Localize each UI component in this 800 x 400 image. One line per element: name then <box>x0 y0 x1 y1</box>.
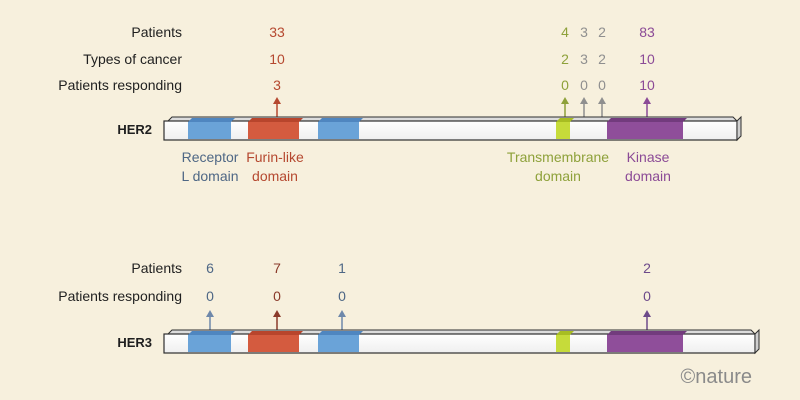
her3-kinase-patients: 2 <box>643 260 651 276</box>
her2-furin-domain <box>248 122 299 139</box>
her3-row-label-responding: Patients responding <box>58 288 182 304</box>
her2-section: Patients Types of cancer Patients respon… <box>58 24 742 184</box>
her2-tm2-responding: 0 <box>580 77 588 93</box>
her2-kinase-arrow <box>643 97 651 117</box>
her2-tm2-patients: 3 <box>580 24 588 40</box>
her3-furin-domain <box>248 335 299 352</box>
her2-receptor-label-2: L domain <box>181 168 238 184</box>
her2-furin-label-1: Furin-like <box>246 149 304 165</box>
her3-receptor2-responding: 0 <box>338 288 346 304</box>
her2-tm2-arrow <box>580 97 588 117</box>
her2-furin-patients: 33 <box>269 24 285 40</box>
her2-tm3-types: 2 <box>598 51 606 67</box>
her3-protein-bar <box>163 328 760 355</box>
nature-logo: ©nature <box>681 366 752 388</box>
her2-kinase-patients: 83 <box>639 24 655 40</box>
her2-transmembrane-domain <box>556 122 570 139</box>
her2-kinase-responding: 10 <box>639 77 655 93</box>
her2-furin-responding: 3 <box>273 77 281 93</box>
her2-tm1-types: 2 <box>561 51 569 67</box>
her3-section: Patients Patients responding 6 0 7 0 1 0… <box>58 260 760 355</box>
her2-tm1-patients: 4 <box>561 24 569 40</box>
her3-transmembrane-domain <box>556 335 570 352</box>
her3-receptor2-arrow <box>338 310 346 330</box>
her3-kinase-arrow <box>643 310 651 330</box>
her3-receptor-domain-2 <box>318 335 359 352</box>
her3-receptor1-arrow <box>206 310 214 330</box>
her2-tm-label-1: Transmembrane <box>507 149 609 165</box>
her2-furin-label-2: domain <box>252 168 298 184</box>
her3-receptor-domain-1 <box>188 335 231 352</box>
her2-tm3-responding: 0 <box>598 77 606 93</box>
her3-row-label-patients: Patients <box>131 260 182 276</box>
her2-tm3-arrow <box>598 97 606 117</box>
her3-protein-name: HER3 <box>117 335 152 350</box>
her2-receptor-domain-2 <box>318 122 359 139</box>
her2-kinase-types: 10 <box>639 51 655 67</box>
her2-tm-label-2: domain <box>535 168 581 184</box>
her3-kinase-responding: 0 <box>643 288 651 304</box>
her2-kinase-domain <box>607 122 683 139</box>
her2-protein-bar <box>163 115 742 142</box>
her2-tm1-arrow <box>561 97 569 117</box>
her2-kinase-label-2: domain <box>625 168 671 184</box>
her3-receptor1-patients: 6 <box>206 260 214 276</box>
her2-furin-types: 10 <box>269 51 285 67</box>
her3-furin-patients: 7 <box>273 260 281 276</box>
her2-receptor-domain-1 <box>188 122 231 139</box>
her2-receptor-label-1: Receptor <box>182 149 239 165</box>
her2-row-label-responding: Patients responding <box>58 77 182 93</box>
her2-row-label-patients: Patients <box>131 24 182 40</box>
her2-kinase-label-1: Kinase <box>627 149 670 165</box>
her2-furin-arrow <box>273 97 281 117</box>
her3-receptor1-responding: 0 <box>206 288 214 304</box>
her3-furin-arrow <box>273 310 281 330</box>
her2-row-label-types: Types of cancer <box>83 51 182 67</box>
her2-tm1-responding: 0 <box>561 77 569 93</box>
her2-tm2-types: 3 <box>580 51 588 67</box>
her3-receptor2-patients: 1 <box>338 260 346 276</box>
her2-protein-name: HER2 <box>117 122 152 137</box>
her2-tm3-patients: 2 <box>598 24 606 40</box>
her3-kinase-domain <box>607 335 683 352</box>
her3-furin-responding: 0 <box>273 288 281 304</box>
